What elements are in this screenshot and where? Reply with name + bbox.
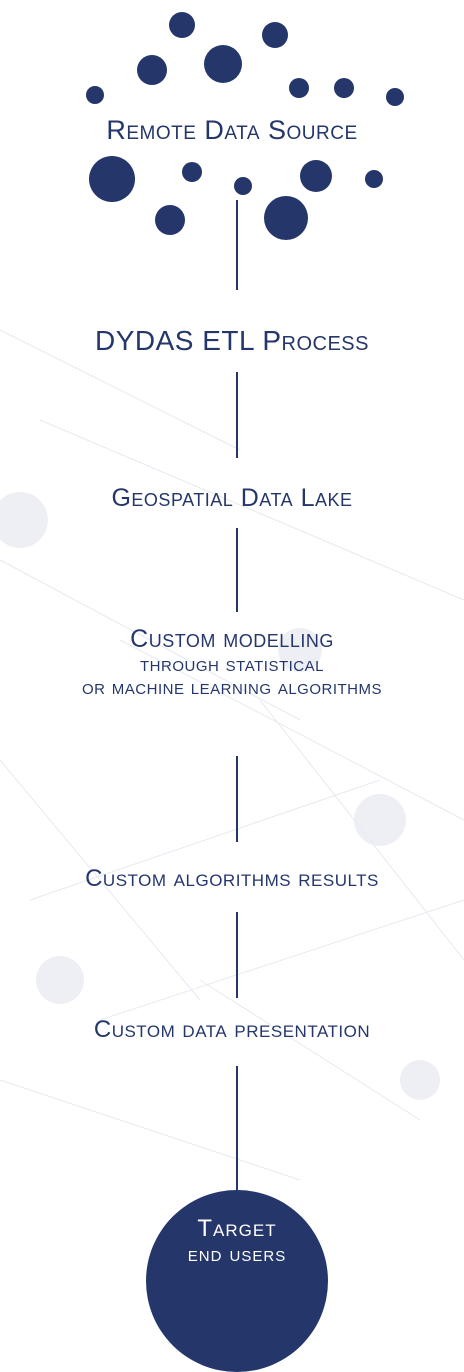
target-end-users-circle: Target end users	[146, 1190, 328, 1372]
flow-connector-line	[236, 200, 238, 290]
network-node-dot	[182, 162, 202, 182]
network-node-dot	[262, 22, 288, 48]
stage-data-presentation-label: Custom data presentation	[93, 1016, 371, 1043]
stage-custom-modelling-line: through statistical	[140, 653, 324, 676]
network-node-dot	[289, 78, 309, 98]
network-node-dot	[89, 156, 135, 202]
flow-connector-line	[236, 756, 238, 842]
stage-etl-process-label: DYDAS ETL Process	[95, 325, 369, 356]
stage-data-lake-label: Geospatial Data Lake	[111, 484, 353, 512]
stage-custom-modelling-line: Custom modelling	[130, 625, 334, 653]
target-line-2: end users	[187, 1241, 287, 1266]
target-end-users-label: Target end users	[146, 1216, 328, 1266]
stage-custom-modelling-line: or machine learning algorithms	[81, 676, 383, 699]
network-node-dot	[169, 12, 195, 38]
network-node-dot	[334, 78, 354, 98]
network-node-dot	[155, 205, 185, 235]
target-line-1: Target	[197, 1215, 277, 1242]
network-node-dot	[234, 177, 252, 195]
flow-connector-line	[236, 1066, 238, 1194]
network-node-dot	[365, 170, 383, 188]
stage-algorithms-results-label: Custom algorithms results	[85, 865, 379, 892]
stage-custom-modelling-label: Custom modelling through statistical or …	[0, 624, 464, 700]
network-node-dot	[137, 55, 167, 85]
flow-connector-line	[236, 528, 238, 612]
flow-connector-line	[236, 912, 238, 998]
network-node-dot	[300, 160, 332, 192]
network-node-dot	[386, 88, 404, 106]
remote-data-source-label: Remote Data Source	[106, 115, 358, 145]
network-node-dot	[264, 196, 308, 240]
network-node-dot	[204, 45, 242, 83]
flow-connector-line	[236, 372, 238, 458]
network-node-dot	[86, 86, 104, 104]
